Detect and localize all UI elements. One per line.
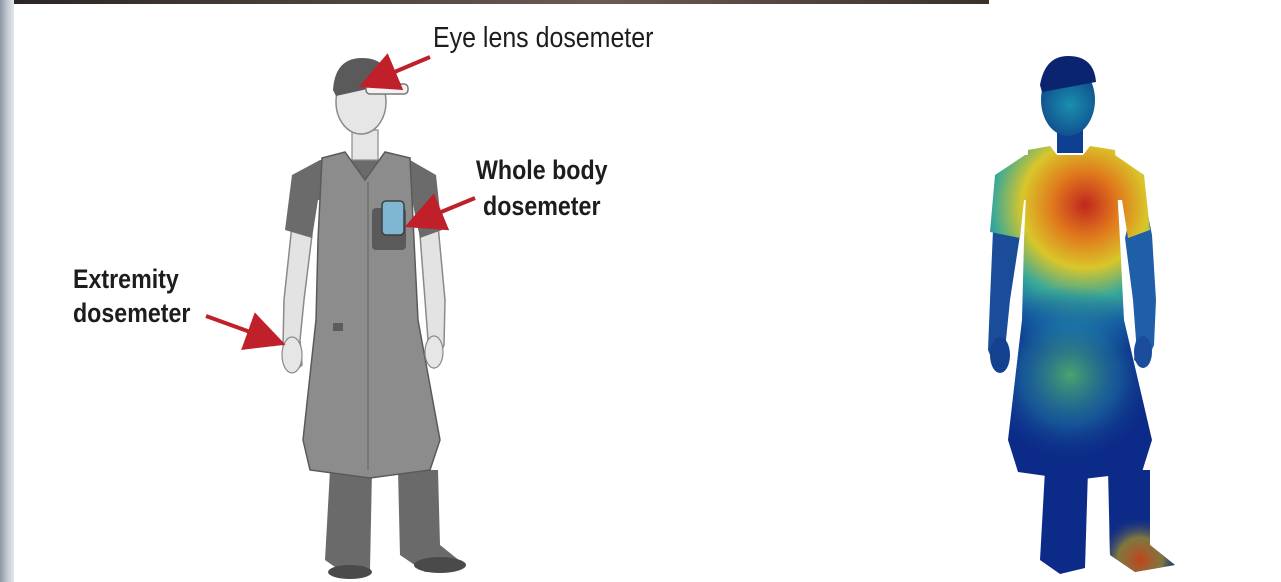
eye-lens-dosemeter-device — [366, 84, 408, 94]
whole-body-dosemeter-device — [382, 201, 404, 235]
heatmap-illustration — [988, 56, 1175, 574]
extremity-arrow — [206, 316, 278, 342]
extremity-label-line2: dosemeter — [73, 296, 190, 330]
extremity-label-line1: Extremity — [73, 262, 190, 296]
whole-body-label-line1: Whole body — [476, 152, 608, 188]
worker-leg-left — [325, 470, 372, 574]
worker-illustration — [282, 58, 466, 579]
worker-leg-right — [398, 470, 465, 572]
whole-body-label-line2: dosemeter — [476, 188, 608, 224]
whole-body-dosemeter-label: Whole body dosemeter — [476, 152, 608, 224]
eye-lens-dosemeter-label: Eye lens dosemeter — [433, 22, 653, 55]
extremity-dosemeter-label: Extremity dosemeter — [73, 262, 190, 330]
